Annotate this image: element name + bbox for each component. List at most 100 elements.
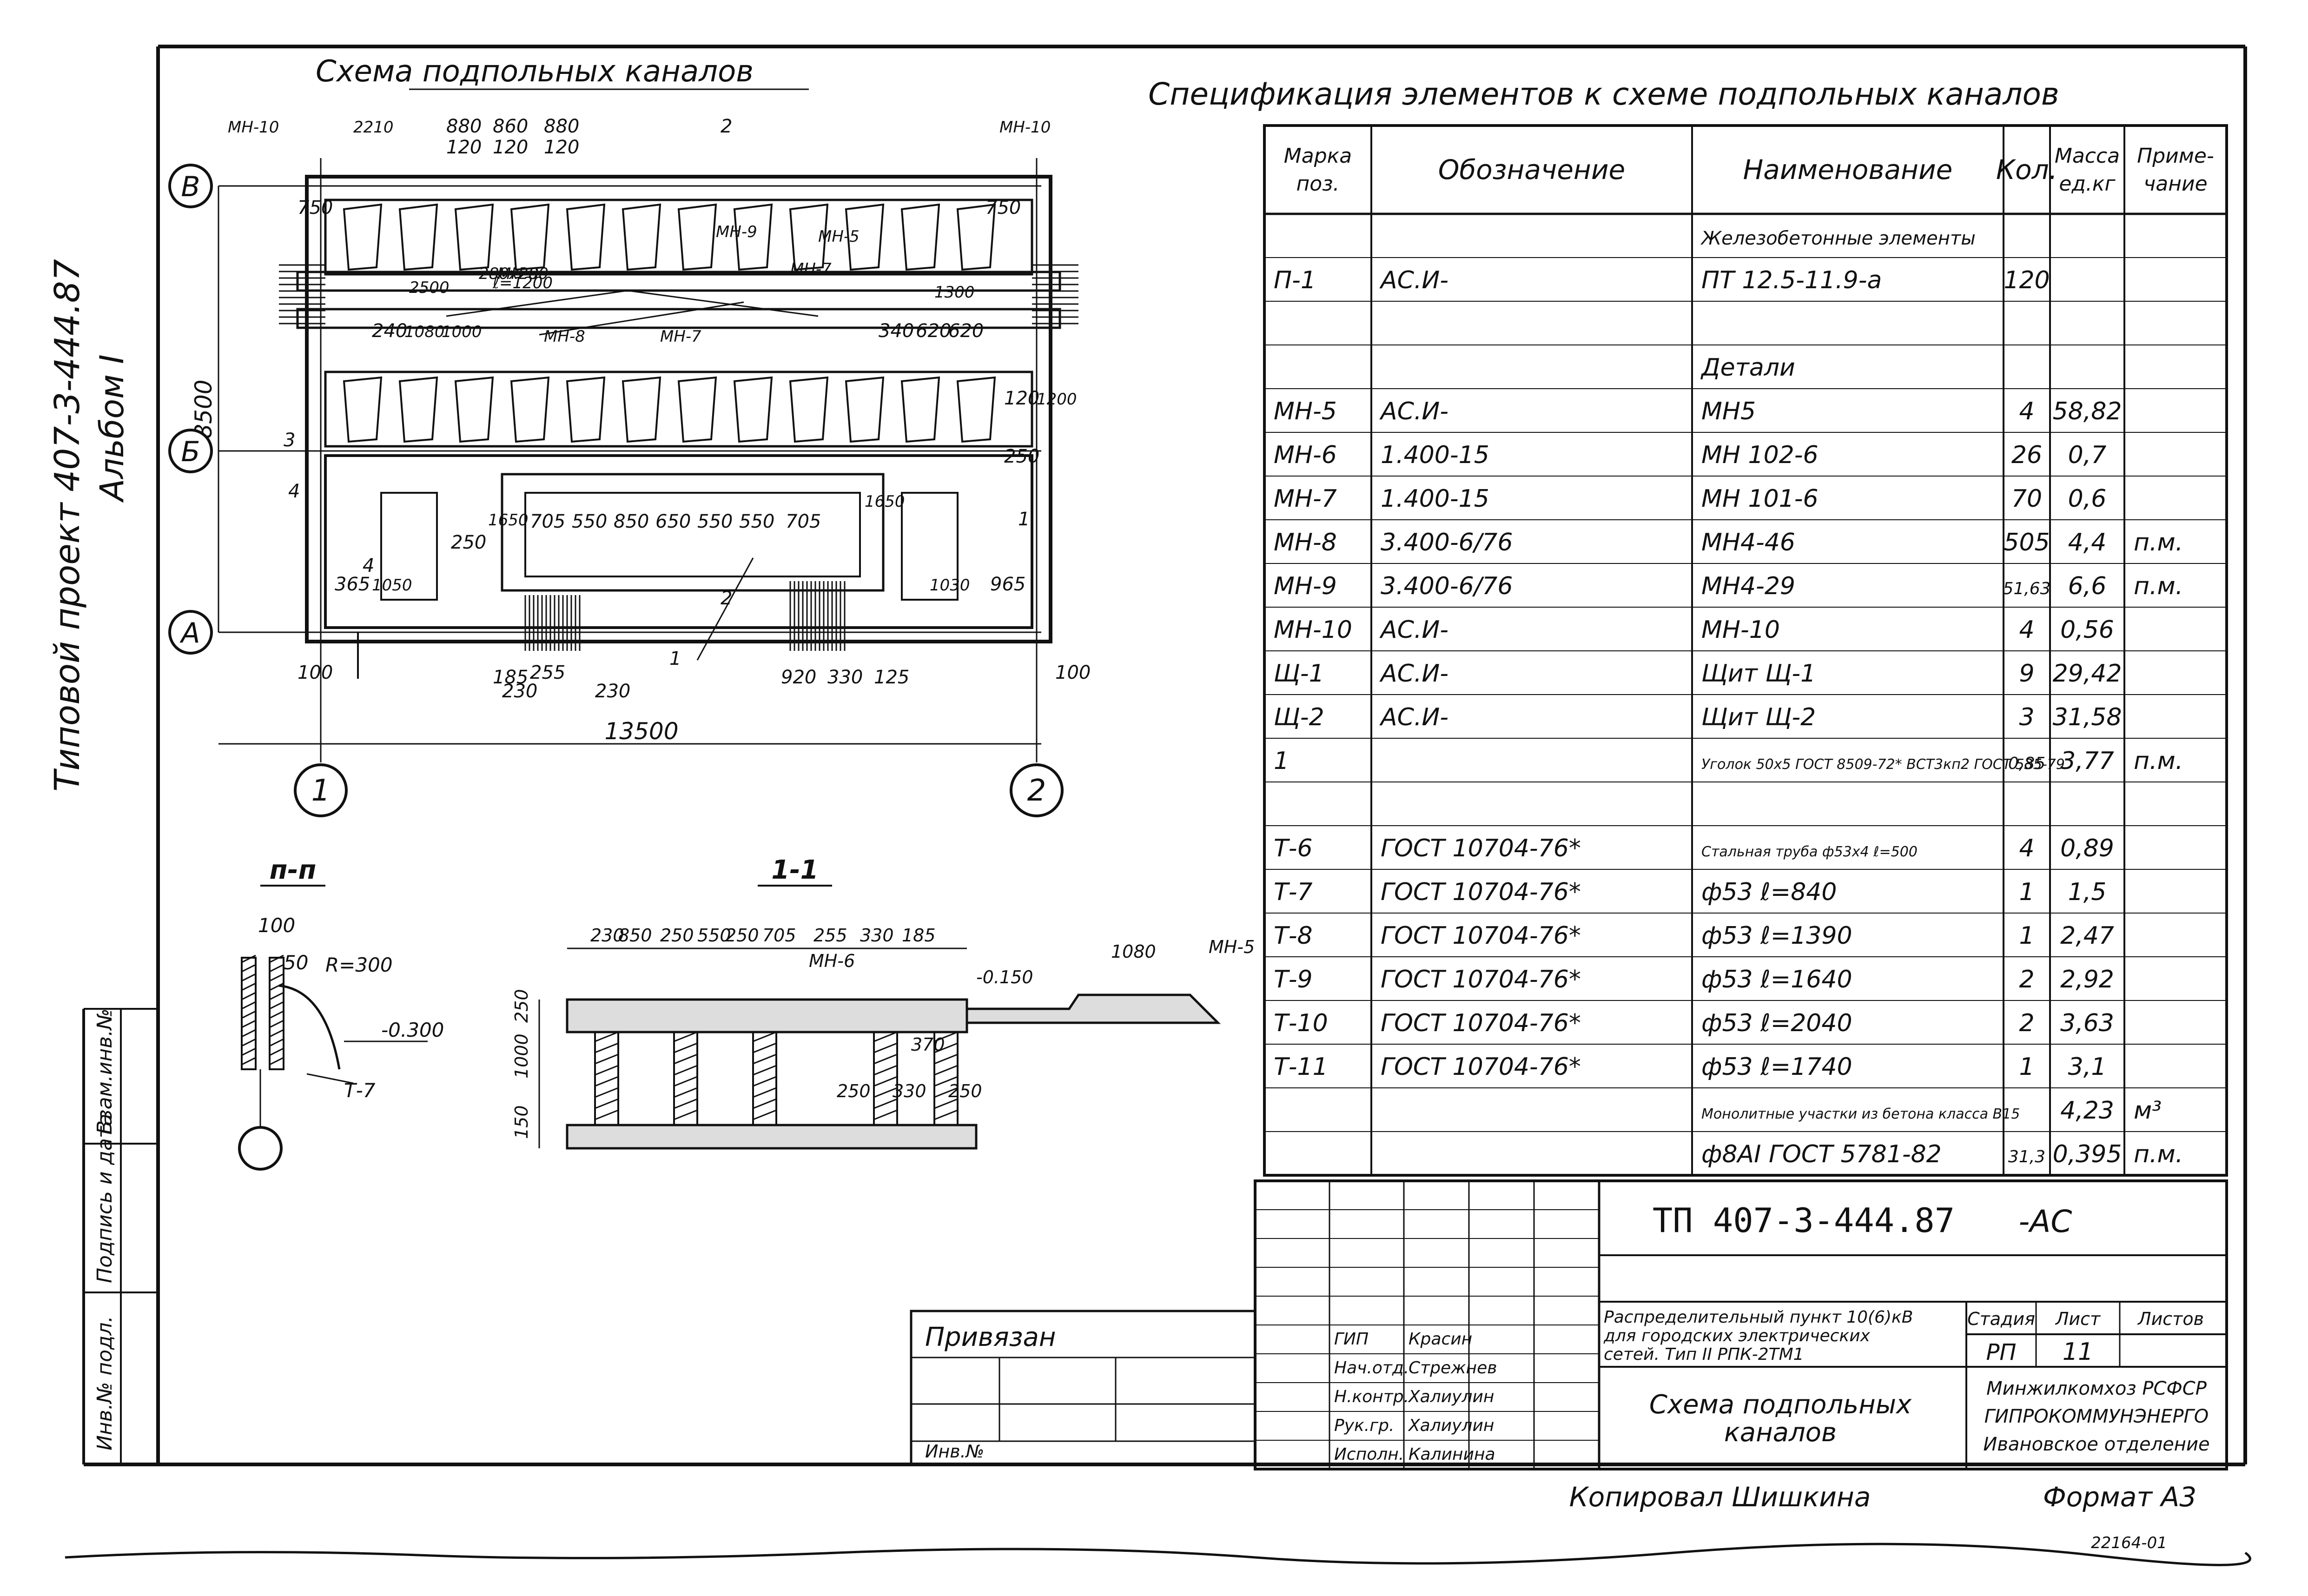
spec-header-cell: поз. xyxy=(1296,172,1339,196)
spec-cell: 0,7 xyxy=(2068,441,2107,469)
slab-panel xyxy=(398,376,438,443)
spec-header-cell: Марка xyxy=(1284,144,1352,168)
plan-dim-label: 365 xyxy=(335,574,370,595)
section-11-title: 1-1 xyxy=(771,855,818,885)
spec-cell: ПТ 12.5-11.9-а xyxy=(1701,266,1882,294)
pp-hatch xyxy=(269,973,284,982)
spec-cell: ф53 ℓ=840 xyxy=(1701,878,1837,906)
spec-cell: Т-7 xyxy=(1274,878,1313,906)
section-hatch xyxy=(873,1087,898,1098)
section-hatch xyxy=(753,1031,777,1042)
plan-dim-label: 120 xyxy=(446,137,482,158)
spec-cell: п.м. xyxy=(2134,529,2183,556)
section-hatch xyxy=(674,1053,698,1065)
plan-dim-label: 185 xyxy=(493,667,528,688)
spec-cell: 1.400-15 xyxy=(1381,441,1489,469)
spec-cell: 1 xyxy=(2019,922,2034,950)
spec-cell: 9 xyxy=(2019,660,2034,688)
section-wall-3 xyxy=(873,1031,898,1126)
section-wall-1 xyxy=(673,1031,698,1126)
plan-dim-label: МН-8 xyxy=(497,265,539,283)
slab-panel xyxy=(733,203,773,271)
spec-cell: АС.И- xyxy=(1379,397,1448,425)
spec-cell: МН 102-6 xyxy=(1701,441,1819,469)
inner-channel xyxy=(501,473,885,592)
section-hatch xyxy=(595,1098,619,1109)
spec-cell: 3.400-6/76 xyxy=(1381,572,1513,600)
spec-cell: 0,85 xyxy=(2008,754,2045,773)
plan-dim-label: МН-7 xyxy=(790,260,832,278)
plan-dim-label: 120 xyxy=(493,137,528,158)
axis-label-Б: Б xyxy=(181,436,200,468)
spec-cell: Т-6 xyxy=(1274,834,1313,862)
section-pp-title: п-п xyxy=(270,855,317,885)
axis-bubble-В xyxy=(168,164,213,208)
tb-sheet-name: Схема подпольных xyxy=(1649,1390,1912,1420)
plan-dim-label: 750 xyxy=(985,197,1021,219)
spec-cell: 0,6 xyxy=(2068,485,2107,513)
tb-stage: РП xyxy=(1986,1339,2016,1365)
torn-edge-line xyxy=(65,1543,2251,1566)
section-hatch xyxy=(674,1098,698,1109)
plan-dim-label: 2 xyxy=(721,116,732,137)
plan-dim-label: МН-8 xyxy=(544,327,585,346)
plan-dim-label: МН-9 xyxy=(716,223,757,241)
diag-bar xyxy=(446,290,628,317)
slab-row-bottom xyxy=(324,371,1033,448)
side-title-album: Альбом I xyxy=(93,354,131,503)
spec-cell: МН-10 xyxy=(1274,616,1352,644)
section-11-label: 250 xyxy=(660,925,694,946)
spec-cell: 26 xyxy=(2011,441,2042,469)
spec-header-cell: Приме- xyxy=(2137,144,2214,168)
slab-panel xyxy=(398,203,438,271)
spec-cell: 3.400-6/76 xyxy=(1381,529,1513,556)
section-11-label: 250 xyxy=(948,1081,982,1101)
section-wall-2 xyxy=(752,1031,777,1126)
slab-panel xyxy=(454,376,494,443)
slab-panel xyxy=(789,203,829,271)
spec-cell: 1 xyxy=(1274,747,1289,775)
plan-dim-label: 4 xyxy=(363,555,374,576)
section-hatch xyxy=(595,1042,619,1053)
section-hatch xyxy=(934,1098,958,1109)
section-wall-0 xyxy=(594,1031,619,1126)
plan-dim-label: 3 xyxy=(284,430,295,451)
tb-sheet-name: каналов xyxy=(1724,1417,1837,1448)
section-hatch xyxy=(753,1065,777,1076)
axis-bubble-num-1 xyxy=(294,763,348,817)
plan-dim-label: 550 xyxy=(572,511,607,532)
spec-cell: ф53 ℓ=2040 xyxy=(1701,1009,1852,1037)
plan-title: Схема подпольных каналов xyxy=(316,54,754,89)
spec-cell: п.м. xyxy=(2134,572,2183,600)
plan-dim-label: 1 xyxy=(669,648,681,669)
spec-header-cell: ед.кг xyxy=(2059,172,2116,196)
section-11-label: 330 xyxy=(860,925,894,946)
plan-dim-label: 2 xyxy=(721,588,732,609)
section-11-label: 1080 xyxy=(1111,941,1156,962)
plan-dim-label: 250 xyxy=(1004,446,1039,467)
sheet-code: 22164-01 xyxy=(2091,1534,2167,1552)
spec-cell: 3,63 xyxy=(2060,1009,2114,1037)
inv-label: Инв.№ xyxy=(925,1441,984,1462)
plan-dim-label: 620 xyxy=(916,320,951,342)
plan-dim-label: 240 xyxy=(372,320,407,342)
spec-cell: ГОСТ 10704-76* xyxy=(1381,966,1581,993)
spec-cell: 3,1 xyxy=(2068,1053,2107,1081)
tb-code: ТП 407-3-444.87 xyxy=(1653,1201,1955,1240)
axis-num-1: 1 xyxy=(311,774,331,808)
spec-cell: МН-7 xyxy=(1274,485,1337,513)
section-hatch xyxy=(873,1076,898,1087)
spec-cell: АС.И- xyxy=(1379,616,1448,644)
slab-panel xyxy=(845,376,885,443)
section-11-label: 550 xyxy=(697,925,731,946)
section-pp-label: 100 xyxy=(258,914,295,937)
pp-wall-right xyxy=(269,957,284,1070)
section-hatch xyxy=(595,1087,619,1098)
spec-cell: ф53 ℓ=1740 xyxy=(1701,1053,1852,1081)
spec-cell: МН 101-6 xyxy=(1701,485,1819,513)
pier-right xyxy=(901,492,959,601)
spec-cell: ГОСТ 10704-76* xyxy=(1381,1009,1581,1037)
section-hatch xyxy=(595,1076,619,1087)
spec-cell: Щит Щ-2 xyxy=(1701,703,1816,731)
